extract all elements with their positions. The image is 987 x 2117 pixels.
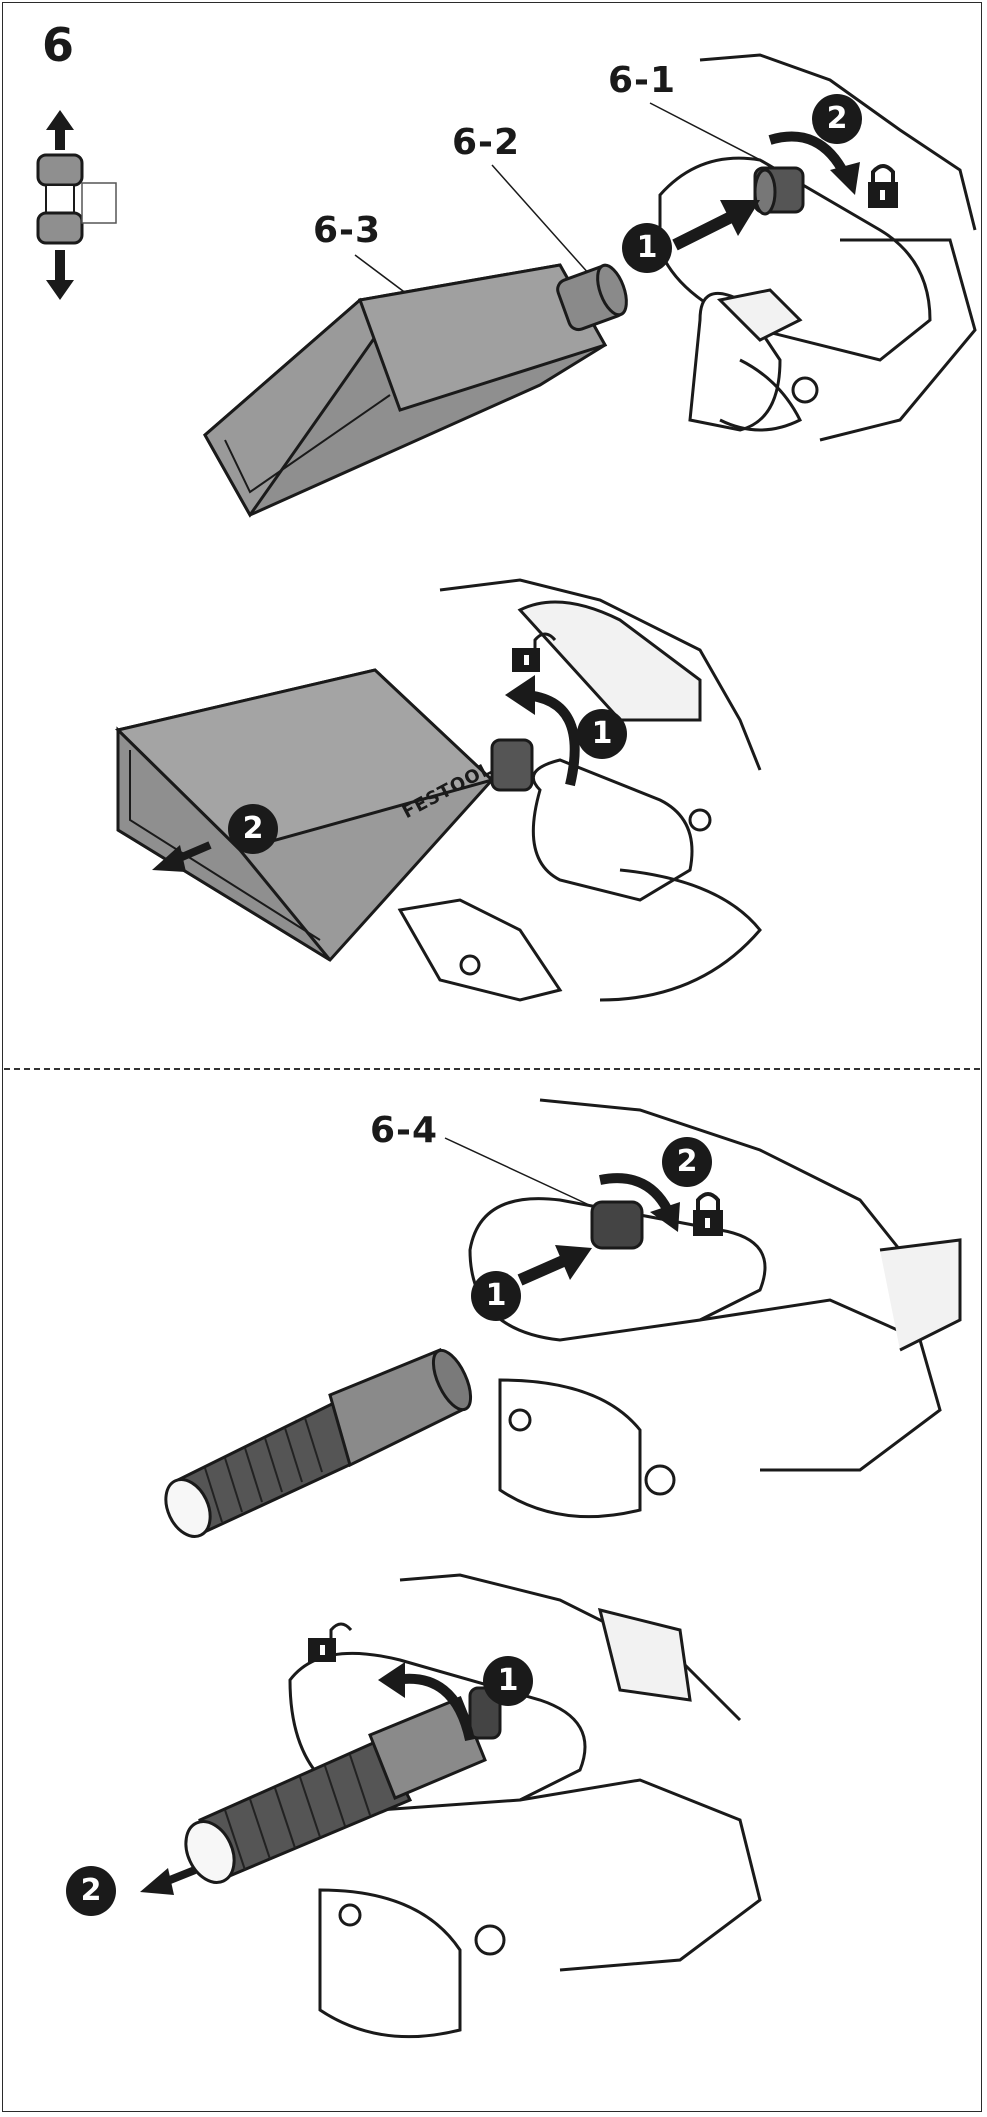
arrow-icon: [152, 841, 212, 872]
step-badge: 2: [66, 1866, 116, 1916]
rotate-arrow-icon: [505, 675, 580, 787]
connector-icon: [36, 110, 117, 300]
nozzle-socket: [753, 166, 805, 216]
step-badge: 2: [812, 94, 862, 144]
label-nozzle-socket: 6-1: [608, 60, 677, 101]
panel-attach-dust-bag: [203, 53, 977, 518]
step-badge: 2: [662, 1137, 712, 1187]
step-badge: 1: [622, 223, 672, 273]
extraction-hose: [184, 1686, 502, 1884]
arrow-icon: [140, 1866, 197, 1895]
dust-bag: [115, 668, 534, 962]
panel-remove-dust-bag: [115, 578, 762, 1002]
rotate-arrow-icon: [378, 1662, 475, 1742]
saw-sketch: [468, 1098, 962, 1519]
lock-closed-icon: [693, 1192, 723, 1236]
section-divider: [4, 1068, 980, 1070]
panel-attach-hose: [164, 1098, 962, 1538]
arrow-up-icon: [46, 110, 74, 150]
panel-remove-hose: [140, 1573, 762, 2039]
step-badge: 1: [483, 1656, 533, 1706]
lock-open-icon: [512, 632, 557, 672]
step-badge: 1: [577, 709, 627, 759]
arrow-icon: [672, 200, 760, 251]
rotate-arrow-icon: [599, 1173, 680, 1232]
hose-socket: [590, 1200, 644, 1250]
step-badge: 1: [471, 1271, 521, 1321]
dust-bag: [203, 263, 608, 518]
label-dust-bag: 6-3: [313, 210, 382, 251]
saw-sketch: [397, 578, 762, 1002]
lock-closed-icon: [868, 164, 898, 208]
adapter: [556, 263, 628, 332]
lock-open-icon: [308, 1622, 353, 1662]
label-adapter: 6-2: [452, 122, 521, 163]
arrow-icon: [517, 1245, 592, 1286]
arrow-down-icon: [46, 250, 74, 300]
figure-number: 6: [42, 18, 75, 72]
extraction-hose: [164, 1348, 473, 1538]
label-hose-socket: 6-4: [370, 1110, 439, 1151]
rotate-arrow-icon: [768, 131, 860, 195]
step-badge: 2: [228, 804, 278, 854]
